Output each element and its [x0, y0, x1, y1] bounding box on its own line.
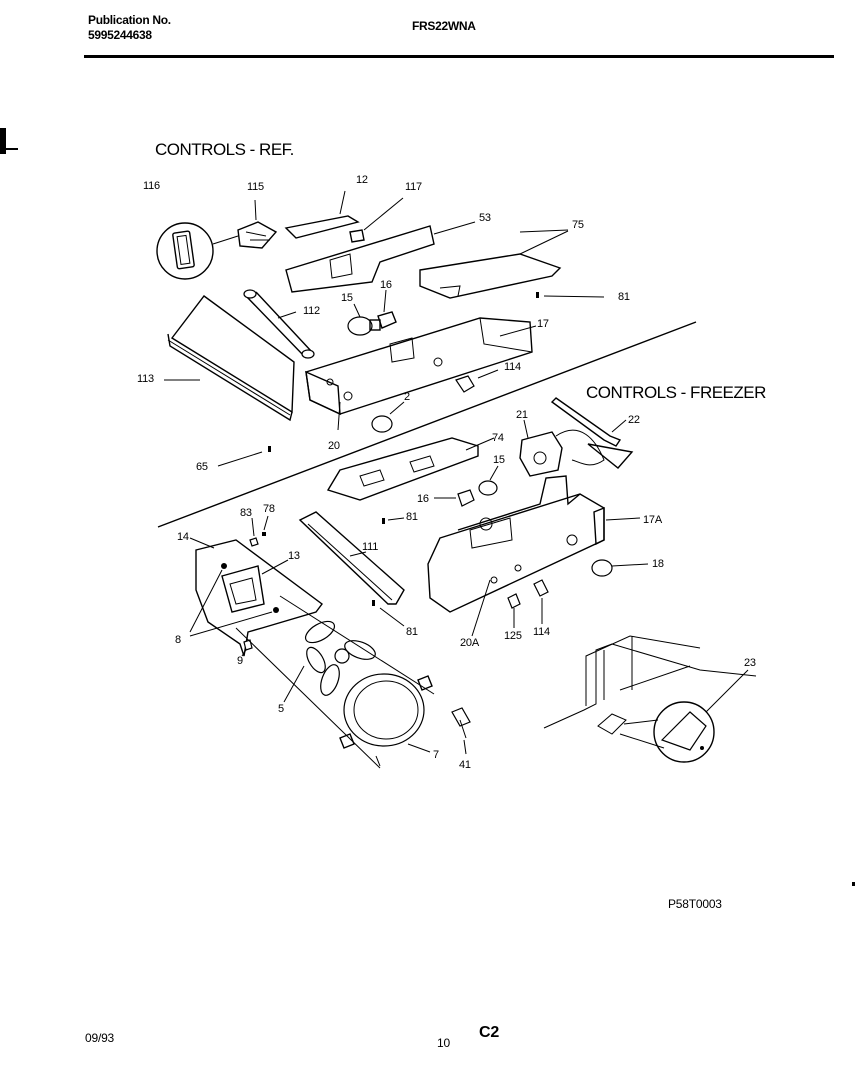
callout-12: 12 — [356, 174, 368, 186]
callout-17: 17 — [537, 318, 549, 330]
callout-81-top: 81 — [618, 291, 630, 303]
callout-112: 112 — [303, 305, 320, 317]
part-23-inset — [543, 635, 757, 763]
callout-14: 14 — [177, 531, 189, 543]
part-16-socket-freezer — [457, 489, 475, 507]
drawing-code: P58T0003 — [668, 897, 722, 911]
callout-65: 65 — [196, 461, 208, 473]
callout-16-freezer: 16 — [417, 493, 429, 505]
detail-circle-116 — [156, 222, 214, 280]
revision-date: 09/93 — [85, 1031, 115, 1045]
part-13-motor — [221, 565, 265, 613]
callout-81-mid: 81 — [406, 511, 418, 523]
part-112 — [245, 291, 313, 357]
section-divider-line — [157, 321, 697, 528]
publication-number: 5995244638 — [88, 28, 152, 42]
part-16-socket — [377, 311, 397, 329]
callout-114-freezer: 114 — [533, 626, 550, 638]
callout-5: 5 — [278, 703, 284, 715]
scan-edge-mark — [0, 128, 6, 154]
callout-20A: 20A — [460, 637, 479, 649]
callout-83: 83 — [240, 507, 252, 519]
scan-edge-tick — [0, 148, 18, 150]
part-22 — [550, 397, 622, 447]
callout-53: 53 — [479, 212, 491, 224]
callout-75: 75 — [572, 219, 584, 231]
callout-16-ref: 16 — [380, 279, 392, 291]
part-111 — [298, 511, 405, 605]
header-rule — [84, 55, 834, 58]
callout-74: 74 — [492, 432, 504, 444]
page-number: 10 — [437, 1036, 450, 1050]
part-117 — [349, 229, 365, 243]
callout-15-freezer: 15 — [493, 454, 505, 466]
callout-115: 115 — [247, 181, 264, 193]
part-21-control — [519, 431, 563, 477]
part-18-knob — [591, 559, 613, 577]
part-5-fan-blade — [304, 620, 376, 696]
callout-8: 8 — [175, 634, 181, 646]
callout-81-lower: 81 — [406, 626, 418, 638]
part-114-freezer — [533, 579, 549, 597]
section-title-controls-ref: CONTROLS - REF. — [155, 140, 294, 159]
part-114-ref — [455, 375, 475, 393]
callout-117: 117 — [405, 181, 422, 193]
callout-20: 20 — [328, 440, 340, 452]
callout-15-ref: 15 — [341, 292, 353, 304]
part-75 — [419, 253, 562, 299]
callout-13: 13 — [288, 550, 300, 562]
part-15-bulb — [347, 316, 373, 336]
model-number: FRS22WNA — [412, 19, 476, 33]
part-12 — [284, 215, 360, 239]
callout-23: 23 — [744, 657, 756, 669]
callout-9: 9 — [237, 655, 243, 667]
part-9 — [243, 639, 253, 651]
part-7-shroud — [343, 673, 425, 747]
callout-2: 2 — [404, 391, 410, 403]
callout-41: 41 — [459, 759, 471, 771]
part-15-bulb-freezer — [478, 480, 498, 496]
callout-113: 113 — [137, 373, 154, 385]
part-17A-housing — [427, 493, 605, 613]
part-83 — [249, 537, 259, 547]
callout-7: 7 — [433, 749, 439, 761]
part-115 — [237, 221, 278, 249]
publication-label: Publication No. — [88, 13, 171, 27]
callout-22: 22 — [628, 414, 640, 426]
callout-21: 21 — [516, 409, 528, 421]
callout-78: 78 — [263, 503, 275, 515]
callout-125: 125 — [504, 630, 522, 642]
part-41-screw — [451, 707, 471, 727]
section-code: C2 — [479, 1024, 500, 1041]
part-14-bracket — [195, 539, 323, 657]
section-title-controls-freezer: CONTROLS - FREEZER — [586, 383, 766, 402]
callout-111: 111 — [362, 541, 379, 553]
callout-116: 116 — [143, 180, 160, 192]
part-53 — [285, 225, 435, 293]
part-78 — [262, 532, 266, 536]
part-74 — [326, 437, 479, 501]
part-2-knob — [371, 415, 393, 433]
callout-17A: 17A — [643, 514, 662, 526]
part-125 — [507, 593, 521, 609]
callout-114-ref: 114 — [504, 361, 521, 373]
callout-18: 18 — [652, 558, 664, 570]
part-17-housing — [305, 317, 533, 415]
